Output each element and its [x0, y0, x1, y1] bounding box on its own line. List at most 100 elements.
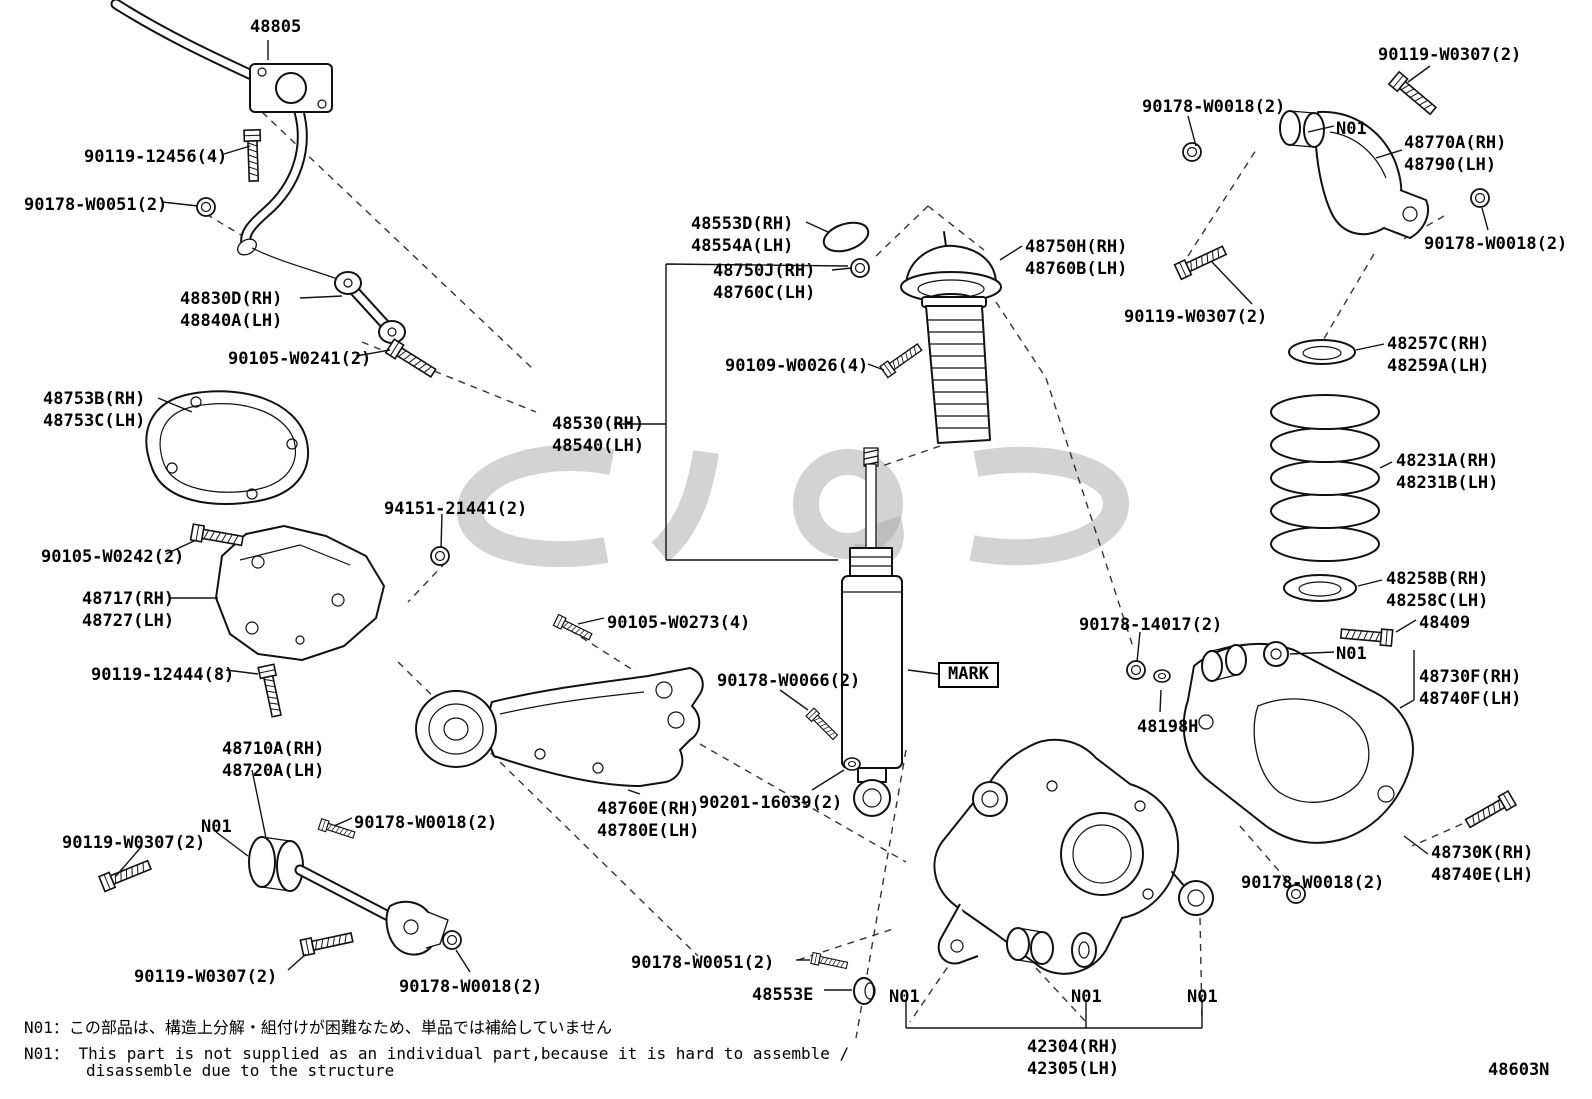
shock-absorber [841, 447, 903, 817]
label-90178-w0018-2: 90178-W0018(2) [399, 977, 543, 997]
label-48830d-48840a: 48830D(RH) 48840A(LH) [180, 288, 282, 332]
label-n01-2: N01 [1336, 119, 1367, 139]
label-90119-w0307-3: 90119-W0307(2) [1378, 45, 1522, 65]
label-48717-48727: 48717(RH) 48727(LH) [82, 588, 174, 632]
label-90178-w0066: 90178-W0066(2) [717, 671, 861, 691]
part-number-lh: 48790(LH) [1404, 155, 1497, 175]
label-94151-21441: 94151-21441(2) [384, 499, 528, 519]
label-48770a-48790: 48770A(RH) 48790(LH) [1404, 132, 1506, 176]
label-90178-w0018-4: 90178-W0018(2) [1424, 234, 1568, 254]
part-number-lh: 48760B(LH) [1025, 259, 1128, 279]
mark-box: MARK [938, 662, 999, 688]
part-number-lh: 48760C(LH) [713, 283, 816, 303]
label-n01-3: N01 [1336, 644, 1367, 664]
label-48553e: 48553E [752, 985, 814, 1005]
cap-48553d [822, 221, 870, 253]
spring-upper-seat [1288, 339, 1356, 365]
label-48750h-48760b: 48750H(RH) 48760B(LH) [1025, 236, 1127, 280]
label-90178-14017: 90178-14017(2) [1079, 615, 1223, 635]
leader-lines [115, 40, 1489, 1029]
label-n01-1: N01 [201, 817, 232, 837]
part-number-rh: 48730K(RH) [1431, 843, 1534, 863]
label-48198h: 48198H [1137, 717, 1199, 737]
footnote-english-line2: disassemble due to the structure [86, 1061, 395, 1080]
part-number-rh: 48830D(RH) [180, 289, 283, 309]
label-90119-w0307-2: 90119-W0307(2) [134, 967, 278, 987]
part-number-rh: 48770A(RH) [1404, 133, 1507, 153]
trailing-arm [415, 667, 704, 787]
footnote-english-line1: N01： This part is not supplied as an ind… [24, 1044, 850, 1063]
part-number-rh: 48760E(RH) [597, 799, 700, 819]
label-90105-w0241: 90105-W0241(2) [228, 349, 372, 369]
part-number-rh: 48231A(RH) [1396, 451, 1499, 471]
part-number-lh: 48540(LH) [552, 436, 645, 456]
drawing-code: 48603N [1488, 1060, 1550, 1080]
label-48258b-48258c: 48258B(RH) 48258C(LH) [1386, 568, 1488, 612]
label-48730f-48740f: 48730F(RH) 48740F(LH) [1419, 666, 1521, 710]
part-number-lh: 48554A(LH) [691, 236, 794, 256]
upper-arm [1279, 110, 1429, 239]
part-number-rh: 48258B(RH) [1386, 569, 1489, 589]
part-number-rh: 48750J(RH) [713, 261, 816, 281]
part-number-lh: 48259A(LH) [1387, 356, 1490, 376]
label-90201-16039: 90201-16039(2) [699, 793, 843, 813]
part-number-lh: 48740F(LH) [1419, 689, 1522, 709]
part-number-lh: 48720A(LH) [222, 761, 325, 781]
label-n01-6: N01 [1187, 987, 1218, 1007]
label-48753b-48753c: 48753B(RH) 48753C(LH) [43, 388, 145, 432]
label-48553d-48554a: 48553D(RH) 48554A(LH) [691, 213, 793, 257]
part-number-rh: 48257C(RH) [1387, 334, 1490, 354]
part-number-lh: 48258C(LH) [1386, 591, 1489, 611]
label-90178-w0051-1: 90178-W0051(2) [24, 195, 168, 215]
part-number-lh: 48840A(LH) [180, 311, 283, 331]
part-number-rh: 48750H(RH) [1025, 237, 1128, 257]
part-number-rh: 48530(RH) [552, 414, 645, 434]
label-42304-42305: 42304(RH) 42305(LH) [1027, 1036, 1119, 1080]
lower-arm [1182, 641, 1414, 844]
label-90105-w0273: 90105-W0273(4) [607, 613, 751, 633]
label-90119-w0307-1: 90119-W0307(2) [62, 833, 206, 853]
label-48257c-48259a: 48257C(RH) 48259A(LH) [1387, 333, 1489, 377]
knuckle [933, 738, 1214, 975]
part-number-lh: 42305(LH) [1027, 1059, 1120, 1079]
part-number-lh: 48753C(LH) [43, 411, 146, 431]
part-number-lh: 48780E(LH) [597, 821, 700, 841]
label-90178-w0018-5: 90178-W0018(2) [1241, 873, 1385, 893]
strut-rod [248, 836, 449, 956]
label-90119-12444: 90119-12444(8) [91, 665, 235, 685]
stabilizer-link [334, 271, 406, 344]
coil-spring [1270, 394, 1380, 562]
part-number-rh: 48710A(RH) [222, 739, 325, 759]
label-48730k-48740e: 48730K(RH) 48740E(LH) [1431, 842, 1533, 886]
watermark-logo [457, 445, 1129, 571]
cap-48553e [853, 977, 876, 1005]
part-number-rh: 42304(RH) [1027, 1037, 1120, 1057]
stabilizer-bar [110, 0, 341, 281]
dust-boot [921, 296, 991, 444]
part-number-rh: 48553D(RH) [691, 214, 794, 234]
cover-plate [145, 390, 309, 505]
label-90119-12456: 90119-12456(4) [84, 147, 228, 167]
label-48710a-48720a: 48710A(RH) 48720A(LH) [222, 738, 324, 782]
label-90109-w0026: 90109-W0026(4) [725, 356, 869, 376]
mount-bracket [215, 525, 385, 661]
part-number-rh: 48753B(RH) [43, 389, 146, 409]
label-90105-w0242: 90105-W0242(2) [41, 547, 185, 567]
label-48760e-48780e: 48760E(RH) 48780E(LH) [597, 798, 699, 842]
spring-lower-seat [1283, 574, 1357, 602]
footnote-japanese: N01：この部品は、構造上分解・組付けが困難なため、単品では補給していません [24, 1018, 612, 1037]
label-48231a-48231b: 48231A(RH) 48231B(LH) [1396, 450, 1498, 494]
label-48805: 48805 [250, 17, 302, 37]
label-48530-48540: 48530(RH) 48540(LH) [552, 413, 644, 457]
label-90119-w0307-4: 90119-W0307(2) [1124, 307, 1268, 327]
part-number-lh: 48740E(LH) [1431, 865, 1534, 885]
part-number-rh: 48717(RH) [82, 589, 175, 609]
part-number-lh: 48727(LH) [82, 611, 175, 631]
label-90178-w0018-1: 90178-W0018(2) [354, 813, 498, 833]
stabilizer-bracket [249, 63, 333, 113]
label-48409: 48409 [1419, 613, 1471, 633]
label-90178-w0051-2: 90178-W0051(2) [631, 953, 775, 973]
part-number-lh: 48231B(LH) [1396, 473, 1499, 493]
